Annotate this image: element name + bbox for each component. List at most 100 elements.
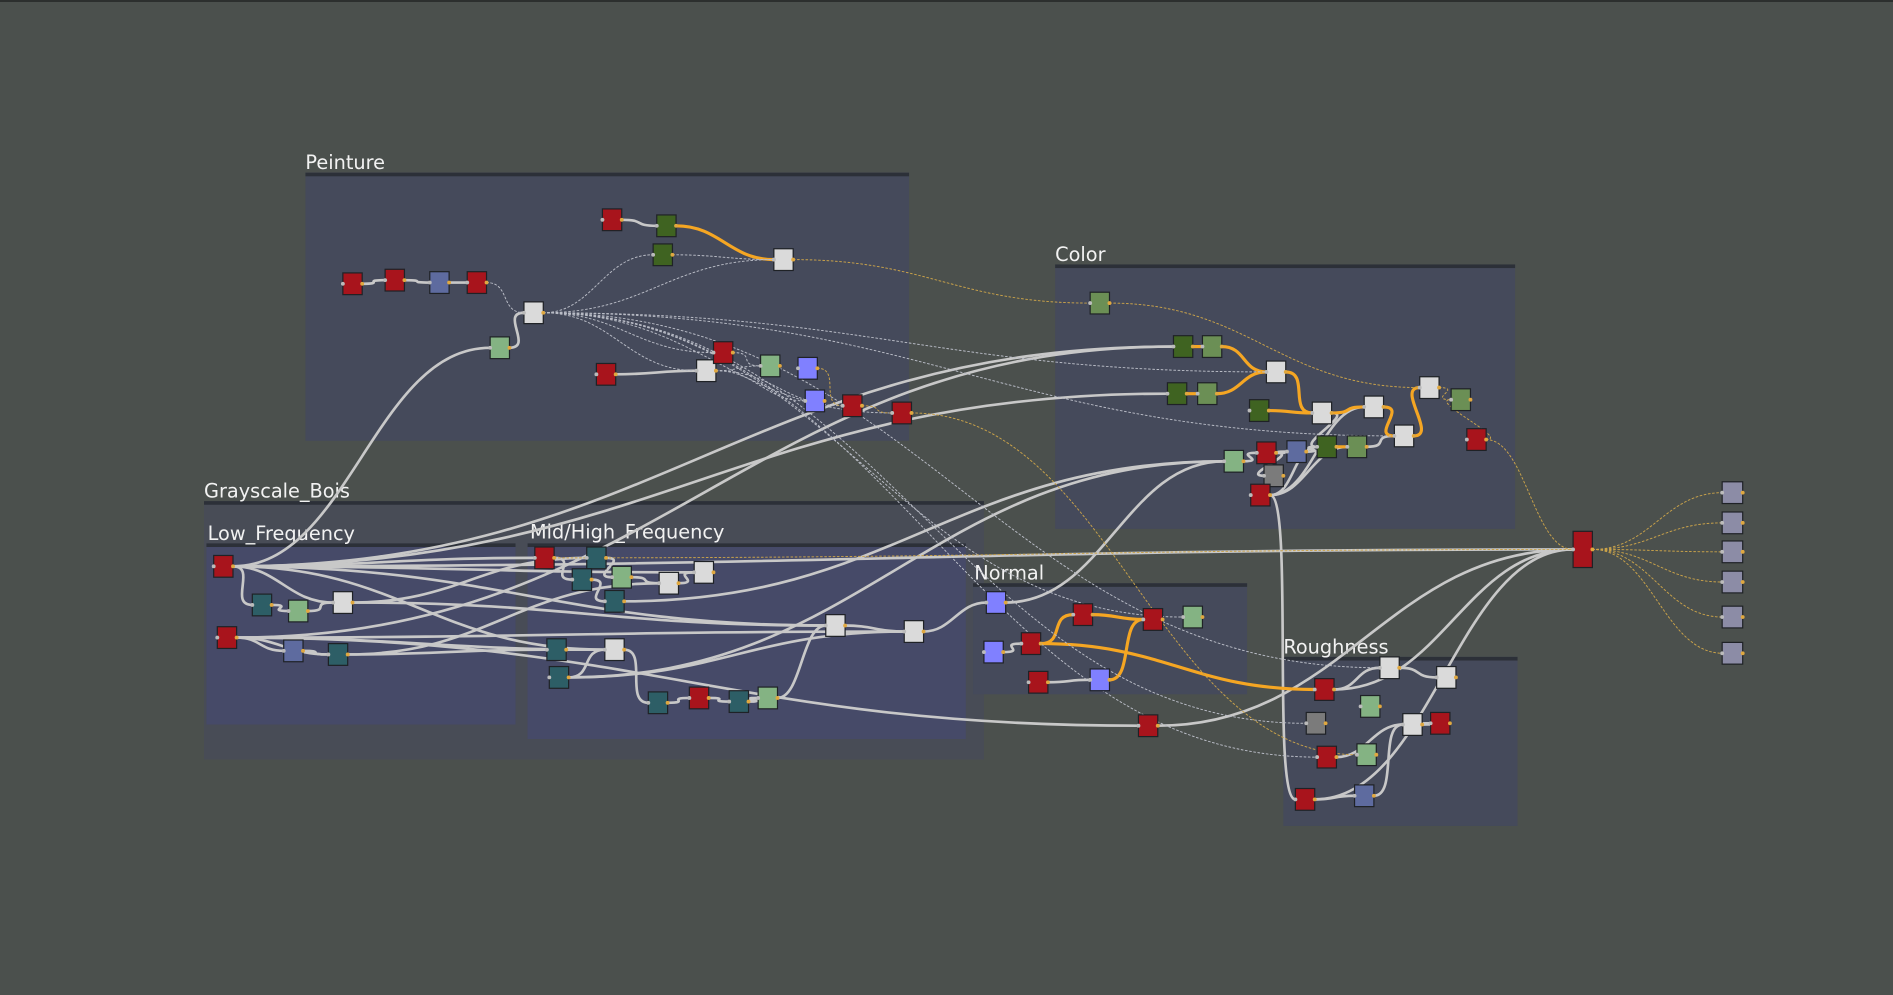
input-port[interactable] <box>1377 665 1382 670</box>
output-port[interactable] <box>1420 722 1425 727</box>
graph-node[interactable] <box>1310 401 1334 425</box>
output-port[interactable] <box>777 363 782 368</box>
input-port[interactable] <box>488 345 493 350</box>
node-body[interactable] <box>1223 449 1245 473</box>
output-port[interactable] <box>921 629 926 634</box>
input-port[interactable] <box>1434 675 1439 680</box>
node-body[interactable] <box>342 272 363 296</box>
input-port[interactable] <box>1136 723 1141 728</box>
input-port[interactable] <box>1720 580 1725 584</box>
output-port[interactable] <box>860 403 864 408</box>
input-port[interactable] <box>465 280 470 285</box>
graph-node[interactable] <box>1254 441 1279 465</box>
input-port[interactable] <box>1310 411 1315 415</box>
node-body[interactable] <box>1359 694 1381 718</box>
output-port[interactable] <box>676 581 681 586</box>
input-port[interactable] <box>1720 615 1725 619</box>
input-port[interactable] <box>610 575 615 580</box>
graph-node[interactable] <box>544 638 569 662</box>
output-port[interactable] <box>1454 675 1458 680</box>
graph-node[interactable] <box>602 589 627 613</box>
graph-node[interactable] <box>890 401 914 425</box>
node-body[interactable] <box>1305 711 1327 735</box>
input-port[interactable] <box>1171 344 1176 349</box>
graph-node[interactable] <box>1019 632 1043 656</box>
graph-node[interactable] <box>1400 713 1425 736</box>
input-port[interactable] <box>326 652 331 657</box>
graph-node[interactable] <box>286 599 310 623</box>
graph-node[interactable] <box>1141 607 1165 631</box>
output-port[interactable] <box>619 217 624 222</box>
input-port[interactable] <box>1248 493 1253 498</box>
input-port[interactable] <box>727 699 732 704</box>
node-body[interactable] <box>1353 784 1375 808</box>
input-port[interactable] <box>692 570 697 575</box>
graph-node[interactable] <box>1262 464 1286 488</box>
output-port[interactable] <box>622 647 627 652</box>
output-port[interactable] <box>484 280 489 285</box>
node-body[interactable] <box>1314 678 1335 701</box>
output-port[interactable] <box>604 555 608 560</box>
output-port[interactable] <box>746 699 751 704</box>
input-port[interactable] <box>657 581 662 586</box>
graph-node[interactable] <box>281 639 305 663</box>
graph-node[interactable] <box>1312 678 1336 701</box>
input-port[interactable] <box>211 564 216 569</box>
node-body[interactable] <box>327 643 349 666</box>
input-port[interactable] <box>602 599 607 604</box>
input-port[interactable] <box>771 257 776 262</box>
node-body[interactable] <box>773 248 794 272</box>
output-port[interactable] <box>1371 793 1376 798</box>
input-port[interactable] <box>1195 391 1200 396</box>
node-body[interactable] <box>287 599 309 623</box>
input-port[interactable] <box>1088 301 1093 306</box>
output-port[interactable] <box>1740 651 1745 656</box>
node-body[interactable] <box>1419 376 1440 400</box>
input-port[interactable] <box>1720 520 1725 525</box>
node-body[interactable] <box>1572 530 1593 569</box>
output-port[interactable] <box>507 345 512 350</box>
output-port[interactable] <box>1590 547 1595 552</box>
node-body[interactable] <box>586 546 607 570</box>
output-port[interactable] <box>1266 408 1271 413</box>
output-port[interactable] <box>1003 600 1008 605</box>
input-port[interactable] <box>1720 490 1725 495</box>
input-port[interactable] <box>340 281 345 286</box>
input-port[interactable] <box>1293 797 1298 802</box>
graph-node[interactable] <box>1315 435 1339 459</box>
input-port[interactable] <box>687 696 692 700</box>
graph-output-node[interactable] <box>1720 511 1745 535</box>
output-port[interactable] <box>1740 580 1745 584</box>
node-body[interactable] <box>534 546 555 570</box>
output-port[interactable] <box>674 223 679 228</box>
output-port[interactable] <box>1304 449 1309 454</box>
node-body[interactable] <box>757 686 779 710</box>
graph-node[interactable] <box>547 665 571 689</box>
graph-node[interactable] <box>756 686 780 710</box>
graph-node[interactable] <box>771 248 796 272</box>
input-port[interactable] <box>823 623 828 628</box>
input-port[interactable] <box>1165 391 1170 396</box>
input-port[interactable] <box>532 555 537 560</box>
graph-node[interactable] <box>532 546 557 570</box>
output-port[interactable] <box>775 696 780 700</box>
node-body[interactable] <box>571 568 593 592</box>
graph-node[interactable] <box>331 591 355 615</box>
output-port[interactable] <box>1334 755 1339 760</box>
output-port[interactable] <box>843 623 848 628</box>
input-port[interactable] <box>250 603 255 607</box>
graph-node[interactable] <box>1181 605 1205 629</box>
input-port[interactable] <box>1345 444 1350 449</box>
node-body[interactable] <box>1265 360 1287 384</box>
input-port[interactable] <box>570 577 575 582</box>
output-port[interactable] <box>1329 411 1334 415</box>
input-port[interactable] <box>651 252 656 257</box>
output-port[interactable] <box>564 647 569 652</box>
output-port[interactable] <box>1219 344 1224 349</box>
output-port[interactable] <box>670 252 675 257</box>
input-port[interactable] <box>1315 444 1320 449</box>
node-body[interactable] <box>601 208 623 232</box>
output-port[interactable] <box>1374 752 1379 757</box>
graph-node[interactable] <box>1200 335 1224 359</box>
